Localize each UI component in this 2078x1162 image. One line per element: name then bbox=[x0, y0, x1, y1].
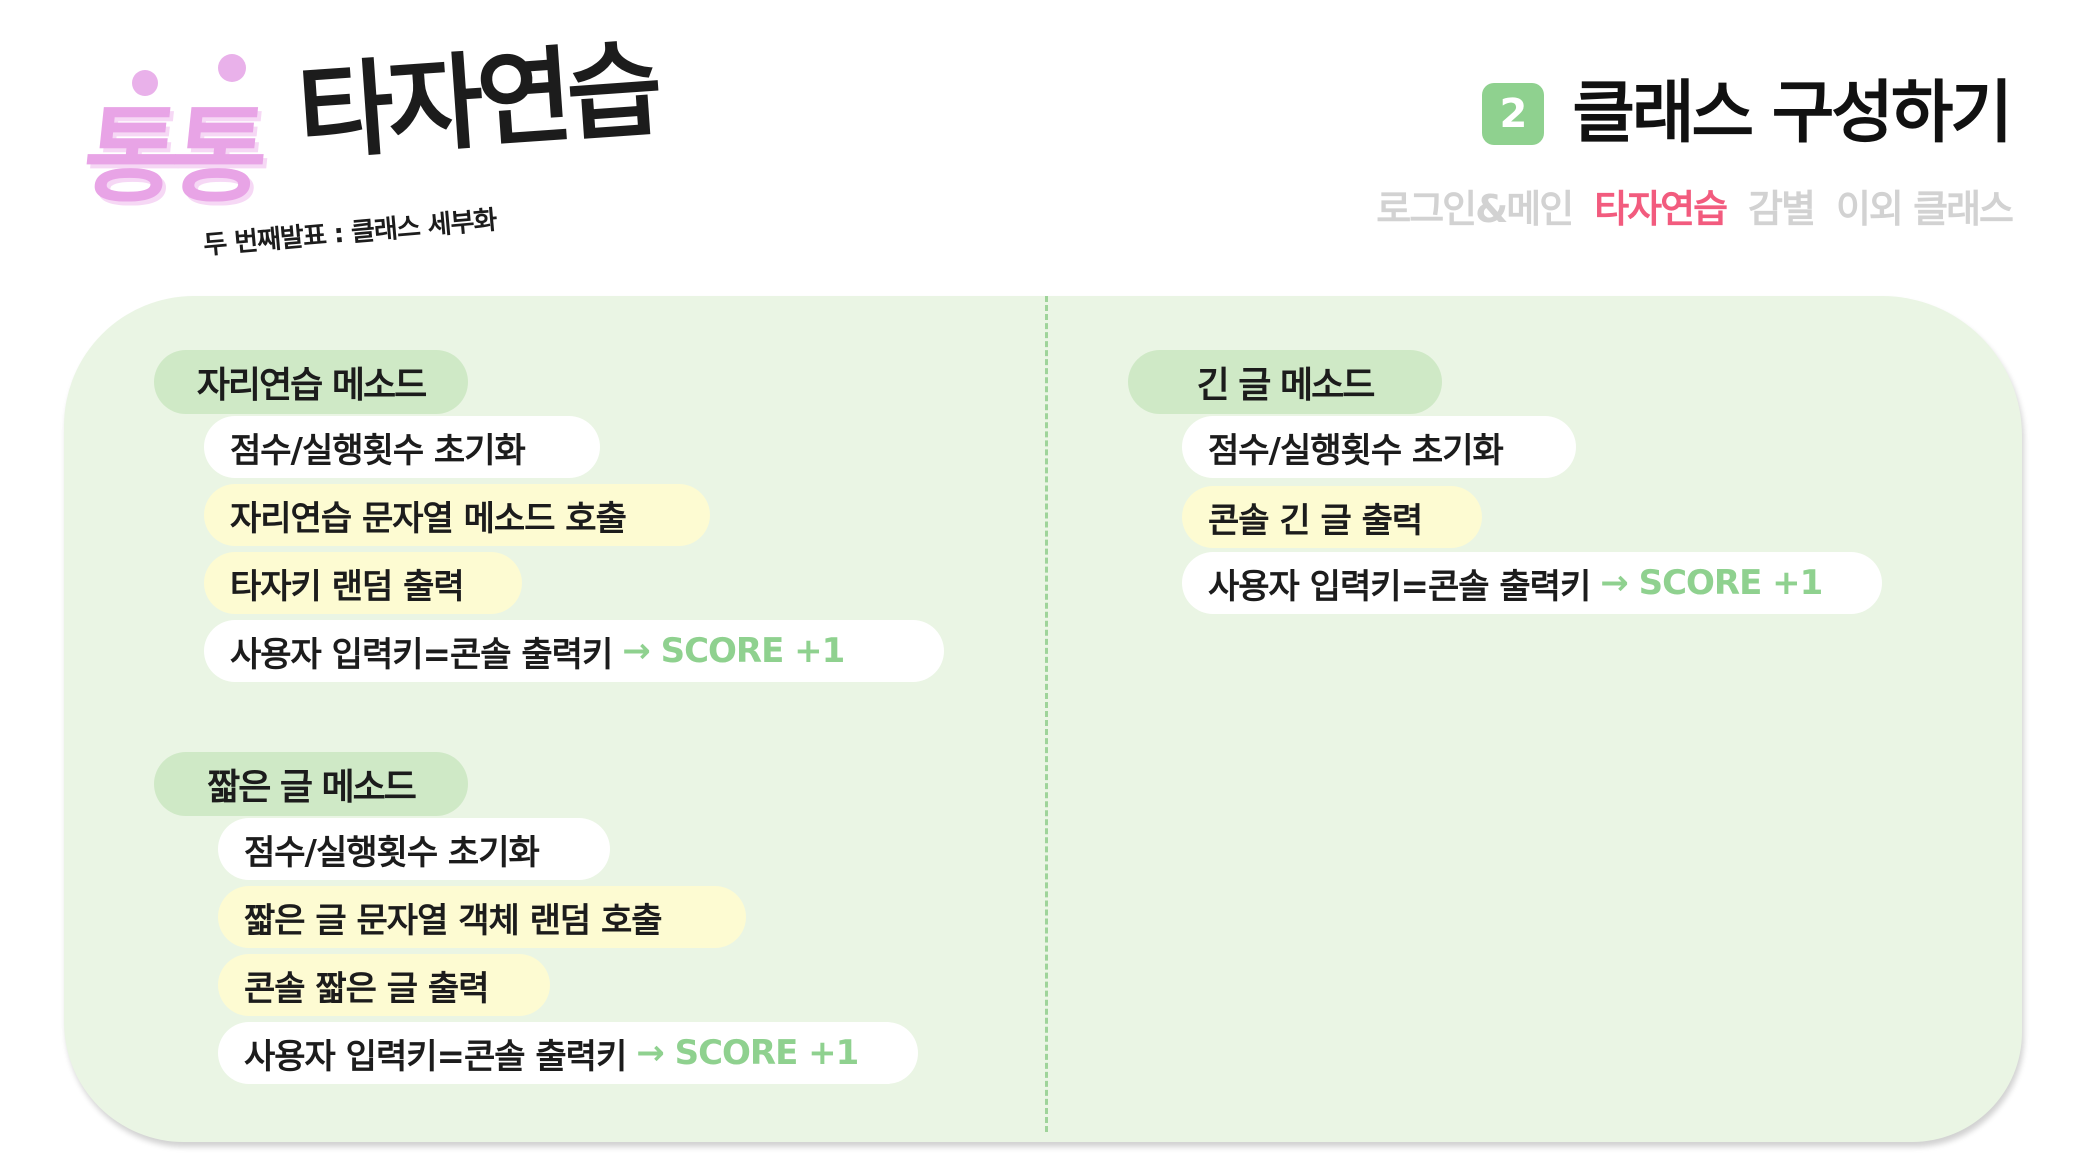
group-tag-long-text: 긴 글 메소드 bbox=[1128, 350, 1442, 414]
score-label: → SCORE +1 bbox=[636, 1033, 859, 1073]
section-number-badge: 2 bbox=[1482, 83, 1545, 145]
step-item: 자리연습 문자열 메소드 호출 bbox=[204, 484, 710, 546]
step-item: 짧은 글 문자열 객체 랜덤 호출 bbox=[218, 886, 746, 948]
logo-brand-title: 타자연습 bbox=[294, 28, 661, 175]
group-tag-position-practice: 자리연습 메소드 bbox=[154, 350, 468, 414]
step-text: 콘솔 긴 글 출력 bbox=[1208, 500, 1423, 541]
score-label: → SCORE +1 bbox=[1600, 563, 1823, 603]
step-item: 점수/실행횟수 초기화 bbox=[204, 416, 600, 478]
step-text: 사용자 입력키=콘솔 출력키 bbox=[244, 1036, 627, 1077]
step-text: 콘솔 짧은 글 출력 bbox=[244, 968, 489, 1009]
logo-dot-decoration bbox=[132, 70, 158, 96]
step-item: 콘솔 긴 글 출력 bbox=[1182, 486, 1482, 548]
step-item: 사용자 입력키=콘솔 출력키 → SCORE +1 bbox=[1182, 552, 1882, 614]
step-item: 콘솔 짧은 글 출력 bbox=[218, 954, 550, 1016]
step-text: 타자키 랜덤 출력 bbox=[230, 566, 465, 607]
subnav-item-discrimination[interactable]: 감별 bbox=[1748, 187, 1816, 231]
logo-brand-pink: 통통 bbox=[77, 95, 266, 217]
subnav-item-login-main[interactable]: 로그인&메인 bbox=[1376, 187, 1574, 231]
step-text: 사용자 입력키=콘솔 출력키 bbox=[1208, 566, 1591, 607]
step-item: 점수/실행횟수 초기화 bbox=[1182, 416, 1576, 478]
section-subnav: 로그인&메인 타자연습 감별 이외 클래스 bbox=[1376, 178, 2014, 233]
step-text: 짧은 글 문자열 객체 랜덤 호출 bbox=[244, 900, 663, 941]
step-text: 자리연습 문자열 메소드 호출 bbox=[230, 498, 627, 539]
step-item: 사용자 입력키=콘솔 출력키 → SCORE +1 bbox=[218, 1022, 918, 1084]
step-text: 점수/실행횟수 초기화 bbox=[244, 832, 540, 873]
section-header: 2 클래스 구성하기 bbox=[1482, 74, 2013, 153]
step-item: 타자키 랜덤 출력 bbox=[204, 552, 522, 614]
subnav-item-other-classes[interactable]: 이외 클래스 bbox=[1835, 187, 2014, 231]
score-label: → SCORE +1 bbox=[622, 631, 845, 671]
column-divider bbox=[1045, 296, 1048, 1132]
step-text: 사용자 입력키=콘솔 출력키 bbox=[230, 634, 613, 675]
group-tag-short-text: 짧은 글 메소드 bbox=[154, 752, 468, 816]
section-title: 클래스 구성하기 bbox=[1572, 74, 2013, 153]
step-item: 사용자 입력키=콘솔 출력키 → SCORE +1 bbox=[204, 620, 944, 682]
step-item: 점수/실행횟수 초기화 bbox=[218, 818, 610, 880]
subnav-item-typing-practice[interactable]: 타자연습 bbox=[1594, 187, 1728, 231]
logo: 통통 타자연습 두 번째발표 : 클래스 세부화 bbox=[77, 28, 680, 280]
step-text: 점수/실행횟수 초기화 bbox=[1208, 430, 1504, 471]
step-text: 점수/실행횟수 초기화 bbox=[230, 430, 526, 471]
logo-dot-decoration bbox=[218, 54, 246, 82]
